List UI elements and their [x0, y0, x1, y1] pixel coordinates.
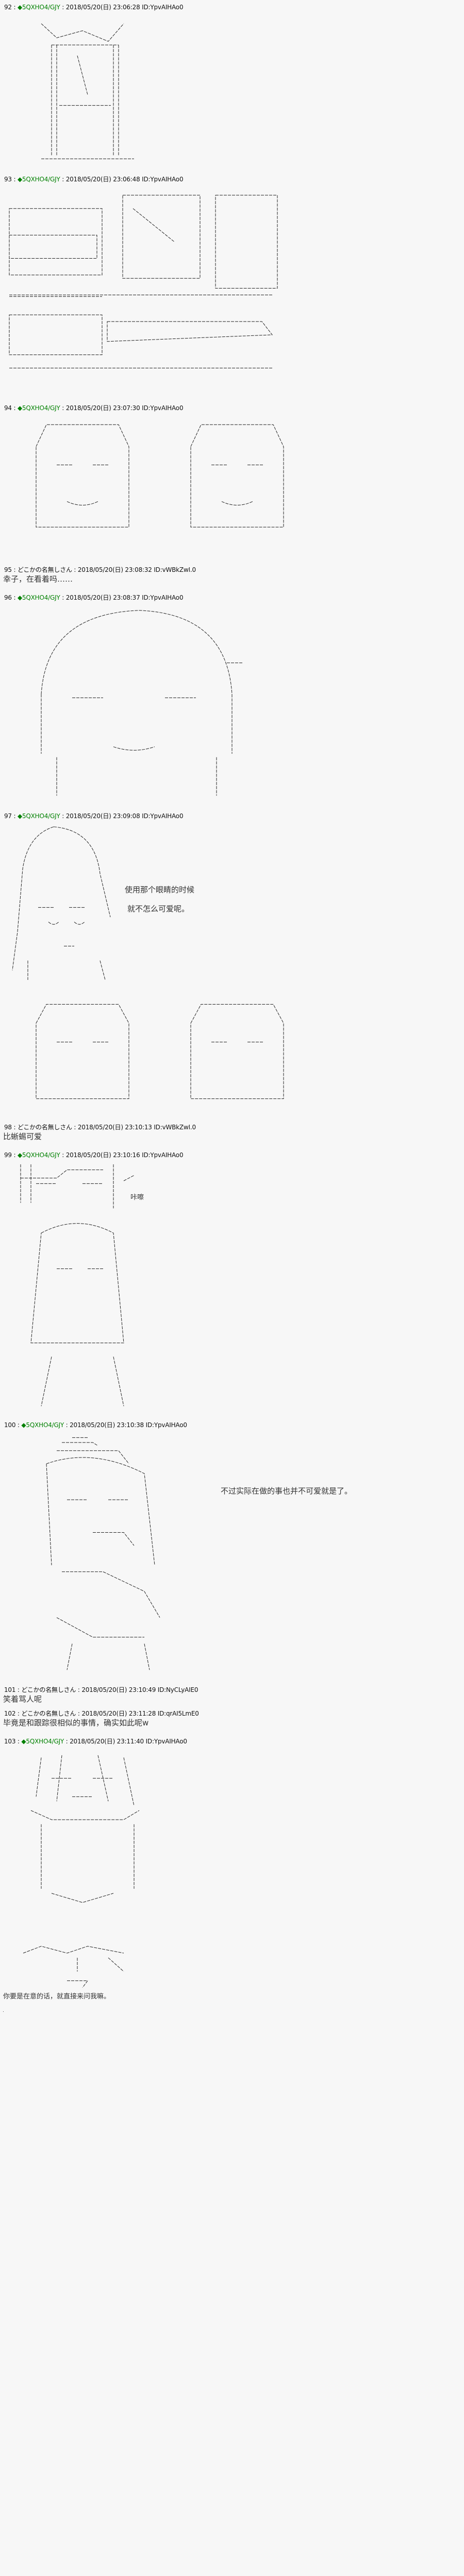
post-message: 毕竟是和跟踪很相似的事情，确实如此呢w [3, 1718, 149, 1727]
dialogue-line: 就不怎么可爱呢。 [127, 904, 190, 913]
poster-name[interactable]: どこかの名無しさん [21, 1686, 76, 1693]
post-header: 100 : ◆5QXHO4/GJY : 2018/05/20(日) 23:10:… [4, 1421, 187, 1429]
poster-name[interactable]: ◆5QXHO4/GJY [17, 404, 60, 412]
post-date: 2018/05/20(日) 23:10:38 [70, 1421, 144, 1429]
ascii-art-girl [26, 607, 464, 803]
post-number: 95 [4, 566, 12, 573]
post-number: 93 [4, 176, 12, 183]
poster-name[interactable]: ◆5QXHO4/GJY [17, 812, 60, 820]
post-date: 2018/05/20(日) 23:08:37 [65, 594, 140, 601]
sound-effect: 咔嚓 [130, 1194, 144, 1201]
post-header: 93 : ◆5QXHO4/GJY : 2018/05/20(日) 23:06:4… [4, 176, 184, 183]
post-header: 94 : ◆5QXHO4/GJY : 2018/05/20(日) 23:07:3… [4, 404, 184, 412]
dialogue-line: 不过实际在做的事也并不可爱就是了。 [221, 1486, 353, 1496]
ascii-art-girl-closeup: 使用那个眼睛的时候 就不怎么可爱呢。 [7, 825, 464, 980]
post: 103 : ◆5QXHO4/GJY : 2018/05/20(日) 23:11:… [0, 1737, 464, 2002]
post: 95 : どこかの名無しさん : 2018/05/20(日) 23:08:32 … [0, 566, 464, 584]
post-message: 比蜥蜴可爱 [3, 1132, 42, 1141]
post-date: 2018/05/20(日) 23:08:32 [77, 566, 152, 573]
post-number: 101 [4, 1686, 16, 1693]
ascii-art-buildings [4, 189, 464, 395]
post-number: 96 [4, 594, 12, 601]
ascii-art-two-characters [26, 417, 464, 556]
post-header: 103 : ◆5QXHO4/GJY : 2018/05/20(日) 23:11:… [4, 1738, 187, 1745]
post-id[interactable]: ID:YpvAIHAo0 [145, 1421, 187, 1429]
post-id[interactable]: ID:NyCLyAIE0 [157, 1686, 198, 1693]
post-date: 2018/05/20(日) 23:06:28 [65, 4, 140, 11]
post-message: 你要是在意的话，就直接来问我嘛。 [3, 1993, 111, 2001]
post-date: 2018/05/20(日) 23:10:49 [81, 1686, 156, 1693]
ascii-art-window [21, 16, 464, 166]
post: 100 : ◆5QXHO4/GJY : 2018/05/20(日) 23:10:… [0, 1421, 464, 1676]
post-date: 2018/05/20(日) 23:11:28 [81, 1710, 156, 1717]
post-id[interactable]: ID:YpvAIHAo0 [142, 594, 184, 601]
post-id[interactable]: ID:YpvAIHAo0 [142, 4, 184, 11]
poster-name[interactable]: ◆5QXHO4/GJY [17, 594, 60, 601]
post-id[interactable]: ID:YpvAIHAo0 [142, 176, 184, 183]
post-id[interactable]: ID:qrAI5LmE0 [157, 1710, 199, 1717]
post: 98 : どこかの名無しさん : 2018/05/20(日) 23:10:13 … [0, 1123, 464, 1142]
post: 102 : どこかの名無しさん : 2018/05/20(日) 23:11:28… [0, 1709, 464, 1728]
post-number: 99 [4, 1151, 12, 1159]
post-number: 100 [4, 1421, 16, 1429]
ascii-art-character: 咔嚓 [10, 1164, 464, 1412]
post-id[interactable]: ID:YpvAIHAo0 [142, 404, 184, 412]
ascii-art-girl-hat: 不过实际在做的事也并不可爱就是了。 [41, 1434, 464, 1676]
post-header: 97 : ◆5QXHO4/GJY : 2018/05/20(日) 23:09:0… [4, 812, 184, 820]
poster-name[interactable]: ◆5QXHO4/GJY [21, 1738, 64, 1745]
post-number: 97 [4, 812, 12, 820]
post-message: 幸子，在看着吗…… [3, 574, 73, 584]
post-id[interactable]: ID:YpvAIHAo0 [142, 1151, 184, 1159]
post-id[interactable]: ID:vWBkZwI.0 [154, 1124, 196, 1131]
post-header: 96 : ◆5QXHO4/GJY : 2018/05/20(日) 23:08:3… [4, 594, 184, 601]
post-number: 103 [4, 1738, 16, 1745]
ascii-art-standing-girl [21, 1751, 464, 1988]
post-id[interactable]: ID:YpvAIHAo0 [142, 812, 184, 820]
post-date: 2018/05/20(日) 23:09:08 [65, 812, 140, 820]
post-date: 2018/05/20(日) 23:10:16 [65, 1151, 140, 1159]
post-date: 2018/05/20(日) 23:10:13 [77, 1124, 152, 1131]
poster-name[interactable]: ◆5QXHO4/GJY [17, 1151, 60, 1159]
post: 97 : ◆5QXHO4/GJY : 2018/05/20(日) 23:09:0… [0, 812, 464, 1114]
post: 93 : ◆5QXHO4/GJY : 2018/05/20(日) 23:06:4… [0, 175, 464, 395]
post-date: 2018/05/20(日) 23:07:30 [65, 404, 140, 412]
post: 96 : ◆5QXHO4/GJY : 2018/05/20(日) 23:08:3… [0, 594, 464, 803]
post-id[interactable]: ID:YpvAIHAo0 [145, 1738, 187, 1745]
post: 101 : どこかの名無しさん : 2018/05/20(日) 23:10:49… [0, 1686, 464, 1704]
post: 99 : ◆5QXHO4/GJY : 2018/05/20(日) 23:10:1… [0, 1151, 464, 1412]
poster-name[interactable]: ◆5QXHO4/GJY [17, 4, 60, 11]
post-number: 102 [4, 1710, 16, 1717]
post-header: 101 : どこかの名無しさん : 2018/05/20(日) 23:10:49… [4, 1686, 198, 1693]
post-number: 98 [4, 1124, 12, 1131]
post-header: 102 : どこかの名無しさん : 2018/05/20(日) 23:11:28… [4, 1710, 199, 1717]
poster-name[interactable]: どこかの名無しさん [17, 1124, 72, 1131]
post-header: 92 : ◆5QXHO4/GJY : 2018/05/20(日) 23:06:2… [4, 4, 184, 11]
post-number: 94 [4, 404, 12, 412]
post-header: 95 : どこかの名無しさん : 2018/05/20(日) 23:08:32 … [4, 566, 196, 573]
poster-name[interactable]: どこかの名無しさん [21, 1710, 76, 1717]
post-header: 99 : ◆5QXHO4/GJY : 2018/05/20(日) 23:10:1… [4, 1151, 184, 1159]
dialogue-line: 使用那个眼睛的时候 [125, 885, 195, 894]
post-number: 92 [4, 4, 12, 11]
poster-name[interactable]: ◆5QXHO4/GJY [21, 1421, 64, 1429]
post-message: 笑着骂人呢 [3, 1694, 42, 1704]
post-date: 2018/05/20(日) 23:11:40 [70, 1738, 144, 1745]
post-id[interactable]: ID:vWBkZwI.0 [154, 566, 196, 573]
post: 92 : ◆5QXHO4/GJY : 2018/05/20(日) 23:06:2… [0, 3, 464, 166]
separator-dot [3, 2011, 4, 2012]
poster-name[interactable]: どこかの名無しさん [17, 566, 72, 573]
ascii-art-two-characters [26, 1001, 464, 1114]
thread: 92 : ◆5QXHO4/GJY : 2018/05/20(日) 23:06:2… [0, 3, 464, 2012]
poster-name[interactable]: ◆5QXHO4/GJY [17, 176, 60, 183]
post-date: 2018/05/20(日) 23:06:48 [65, 176, 140, 183]
post: 94 : ◆5QXHO4/GJY : 2018/05/20(日) 23:07:3… [0, 404, 464, 556]
post-header: 98 : どこかの名無しさん : 2018/05/20(日) 23:10:13 … [4, 1124, 196, 1131]
